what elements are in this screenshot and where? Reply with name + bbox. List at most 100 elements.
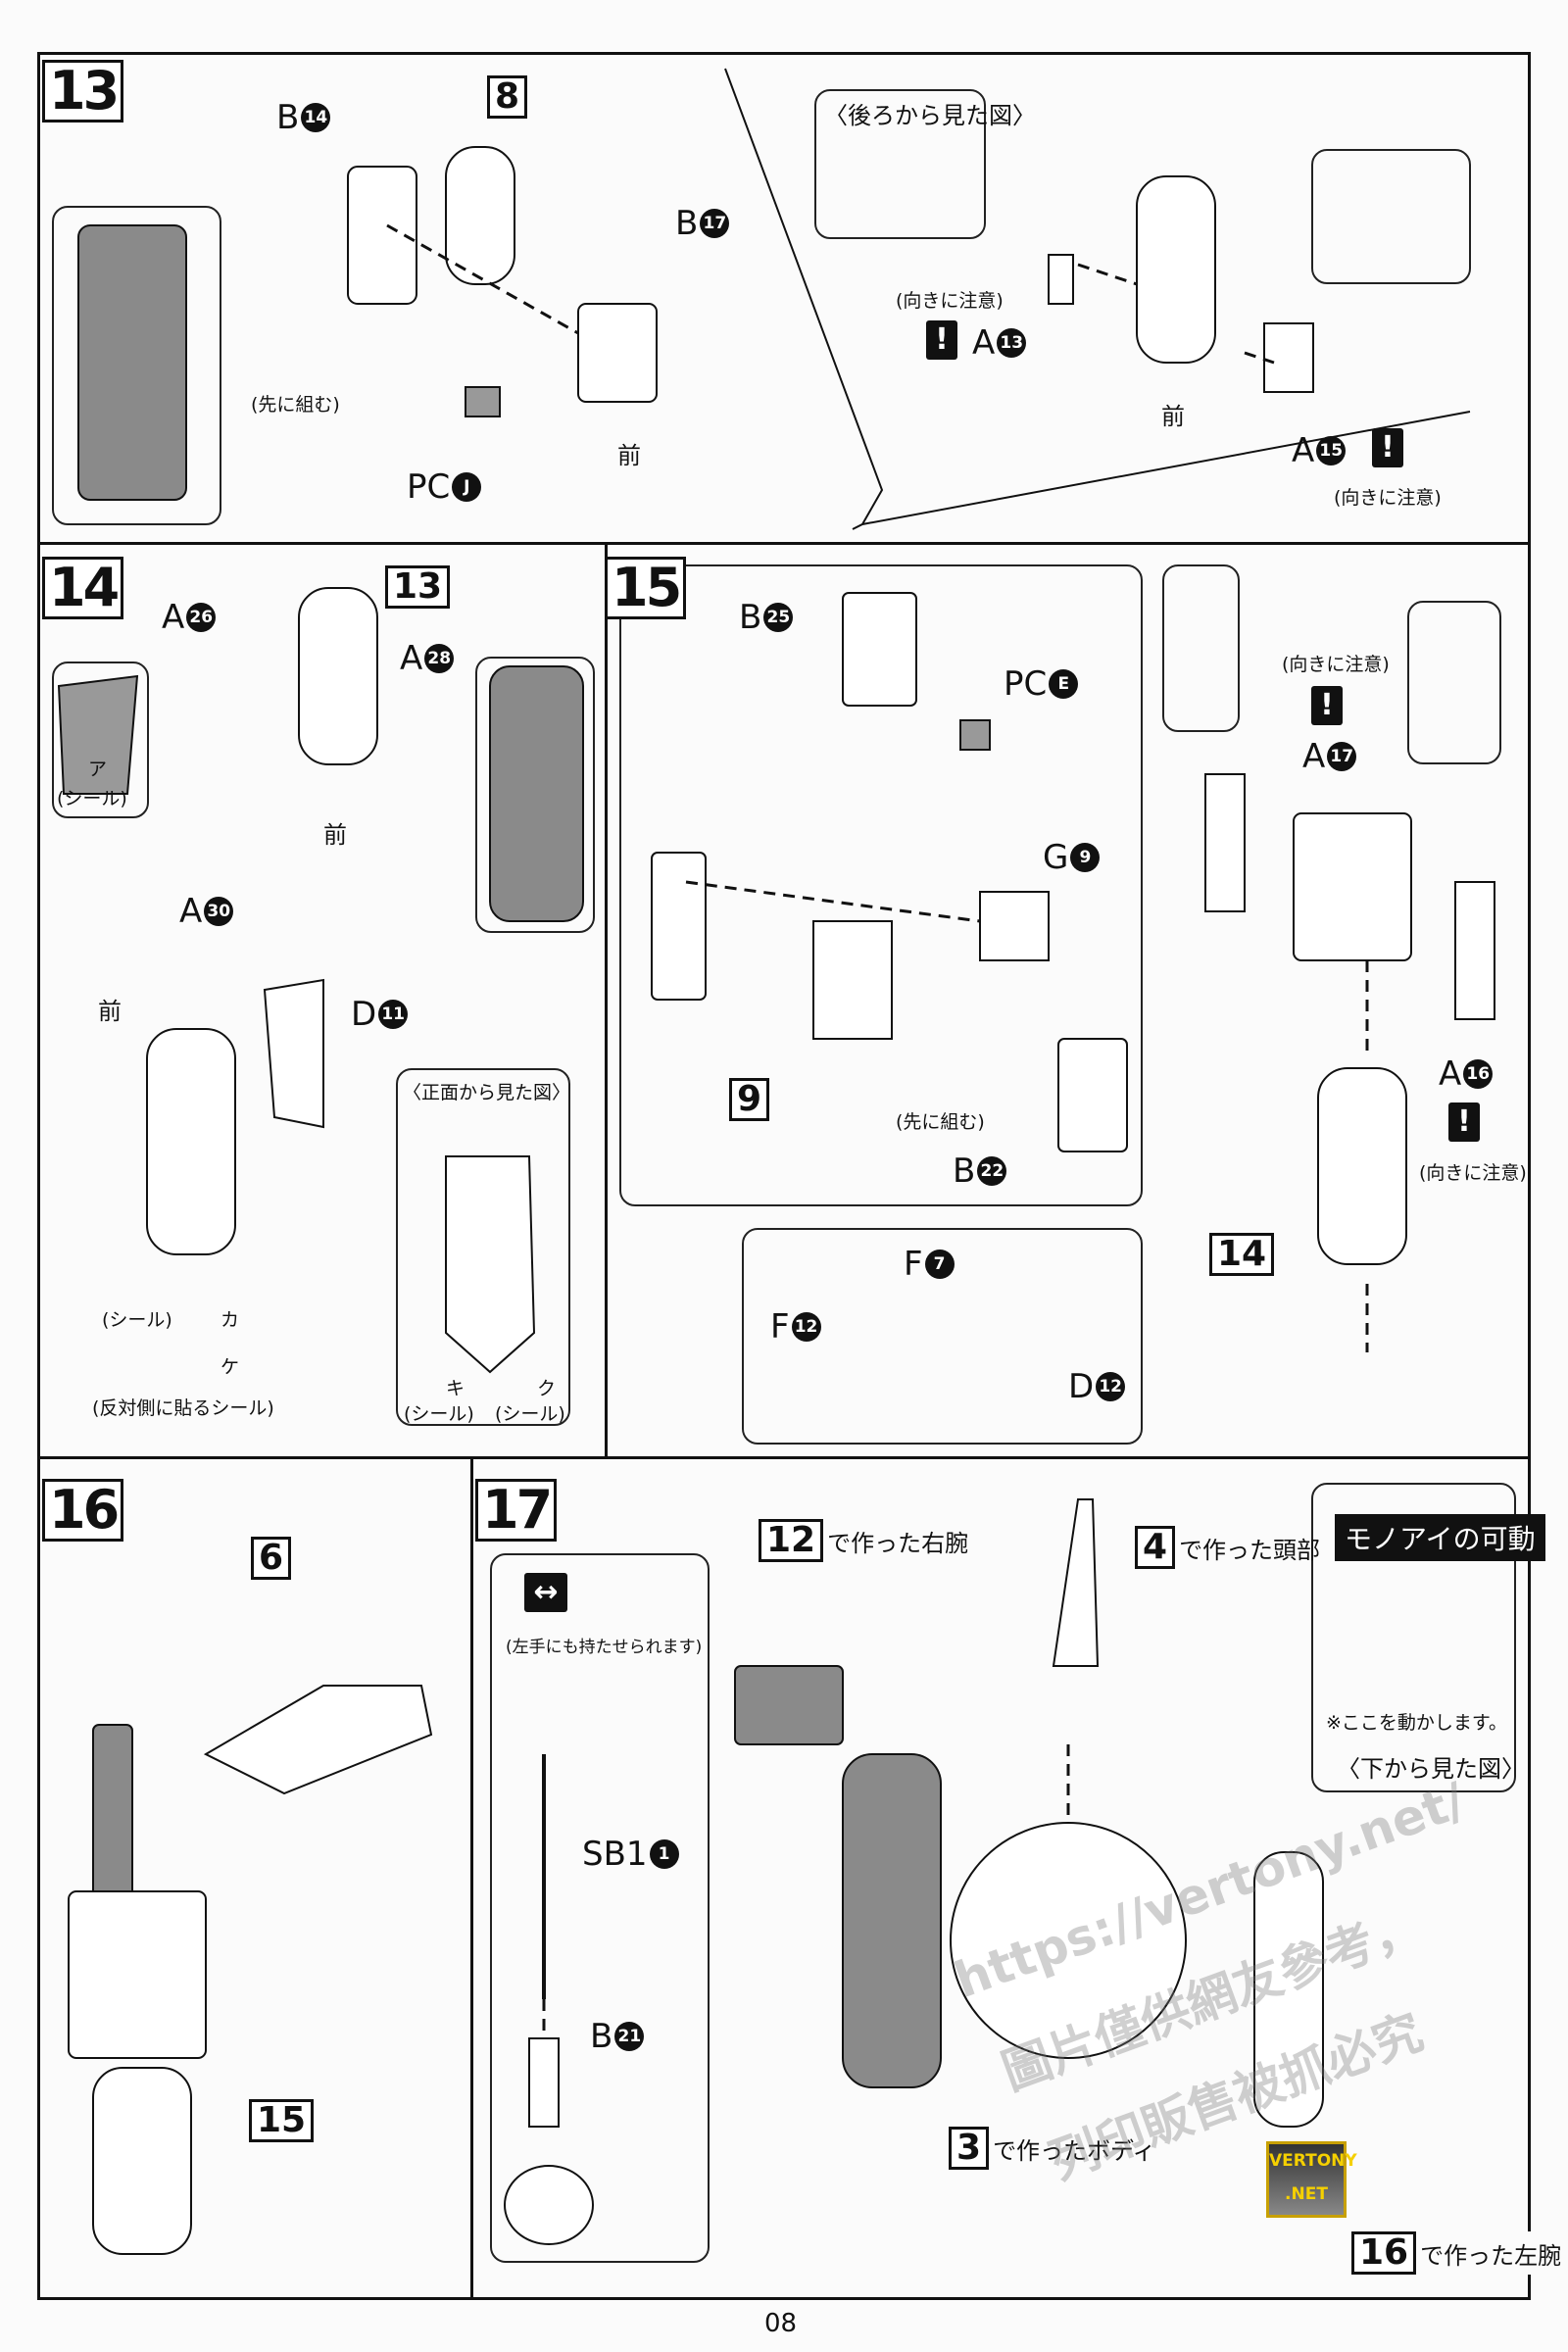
part-letter: PC bbox=[407, 467, 451, 507]
ref-text: で作ったボディ bbox=[993, 2136, 1156, 2165]
warning-icon: ! bbox=[926, 320, 957, 360]
sticker-label: (シール) bbox=[404, 1403, 474, 1425]
part-number: 7 bbox=[924, 1250, 955, 1279]
step-number: 17 bbox=[475, 1479, 558, 1542]
callout-detail bbox=[1407, 601, 1501, 764]
orientation-note: (向きに注意) bbox=[896, 290, 1004, 312]
sticker-ka: カ bbox=[220, 1309, 240, 1331]
sticker-label: (シール) bbox=[495, 1403, 565, 1425]
orientation-note: (向きに注意) bbox=[1334, 487, 1442, 509]
part-letter: B bbox=[953, 1152, 976, 1191]
part-letter: SB1 bbox=[582, 1835, 648, 1874]
part-number: 15 bbox=[1316, 436, 1347, 466]
step-ref-15: 15 bbox=[249, 2099, 315, 2142]
front-label: 前 bbox=[98, 998, 122, 1025]
part-letter: F bbox=[904, 1245, 923, 1284]
front-label: 前 bbox=[323, 821, 347, 849]
step-ref-9: 9 bbox=[729, 1078, 770, 1121]
callout-left-hand bbox=[490, 1553, 710, 2263]
ref-text: で作った右腕 bbox=[827, 1529, 969, 1557]
part-number: 17 bbox=[700, 209, 730, 238]
page-number: 08 bbox=[764, 2309, 798, 2338]
part-letter: PC bbox=[1004, 664, 1048, 704]
vertony-logo: VERTONY .NET bbox=[1266, 2141, 1357, 2218]
part-letter: B bbox=[276, 98, 300, 137]
ref-box: 15 bbox=[249, 2099, 315, 2142]
step-number: 16 bbox=[42, 1479, 124, 1542]
warning-icon: ! bbox=[1311, 686, 1343, 725]
callout-front-view bbox=[396, 1068, 570, 1426]
part-letter: A bbox=[162, 598, 185, 637]
inset-panel bbox=[475, 657, 595, 933]
step-ref-13: 13 bbox=[385, 565, 451, 609]
sticker-ku: ク bbox=[537, 1378, 557, 1399]
part-letter: G bbox=[1043, 838, 1069, 877]
part-number: 16 bbox=[1463, 1059, 1494, 1089]
part-letter: B bbox=[590, 2017, 613, 2056]
ref-box: 14 bbox=[1209, 1233, 1275, 1276]
monoeye-title: モノアイの可動 bbox=[1335, 1514, 1545, 1561]
part-number: 12 bbox=[791, 1312, 821, 1342]
part-number: 14 bbox=[301, 103, 331, 132]
callout-detail bbox=[1311, 149, 1471, 284]
part-letter: A bbox=[1439, 1054, 1462, 1094]
warning-icon: ! bbox=[1372, 428, 1403, 467]
part-number: 1 bbox=[649, 1839, 679, 1869]
column-divider bbox=[470, 1456, 473, 2300]
ref-box: 12 bbox=[759, 1519, 824, 1562]
left-hand-note: (左手にも持たせられます) bbox=[506, 1638, 703, 1657]
part-letter: A bbox=[1302, 737, 1326, 776]
monoeye-note: ※ここを動かします。 bbox=[1326, 1712, 1508, 1734]
ref-box: 8 bbox=[487, 75, 528, 119]
bottom-view-label: 〈下から見た図〉 bbox=[1337, 1755, 1525, 1783]
sub-assembly-box bbox=[742, 1228, 1143, 1445]
ref-box: 9 bbox=[729, 1078, 770, 1121]
opposite-side-sticker-note: (反対側に貼るシール) bbox=[92, 1397, 274, 1419]
inset-panel bbox=[52, 206, 221, 525]
callout-back-view bbox=[814, 89, 986, 239]
front-label: 前 bbox=[617, 442, 641, 469]
back-view-label: 〈後ろから見た図〉 bbox=[824, 102, 1036, 129]
part-letter: A bbox=[400, 639, 423, 678]
row-divider bbox=[37, 542, 1531, 545]
column-divider bbox=[605, 542, 608, 1456]
step-ref-8: 8 bbox=[487, 75, 528, 119]
part-number: E bbox=[1049, 669, 1079, 699]
ref-text: で作った左腕 bbox=[1420, 2241, 1562, 2270]
warning-icon: ! bbox=[1448, 1102, 1480, 1142]
callout-sticker bbox=[52, 662, 149, 818]
ref-box: 16 bbox=[1351, 2231, 1417, 2275]
part-number: 21 bbox=[614, 2022, 645, 2051]
left-right-hand-icon: ↔ bbox=[524, 1573, 567, 1612]
part-number: 28 bbox=[424, 644, 455, 673]
sticker-ki: キ bbox=[446, 1378, 466, 1399]
ref-box: 13 bbox=[385, 565, 451, 609]
part-number: 17 bbox=[1327, 742, 1357, 771]
ref-text: で作った頭部 bbox=[1179, 1536, 1321, 1564]
sticker-label: (シール) bbox=[57, 788, 127, 809]
front-label: 前 bbox=[1161, 403, 1185, 430]
part-number: 9 bbox=[1070, 843, 1101, 872]
orientation-note: (向きに注意) bbox=[1419, 1162, 1527, 1184]
